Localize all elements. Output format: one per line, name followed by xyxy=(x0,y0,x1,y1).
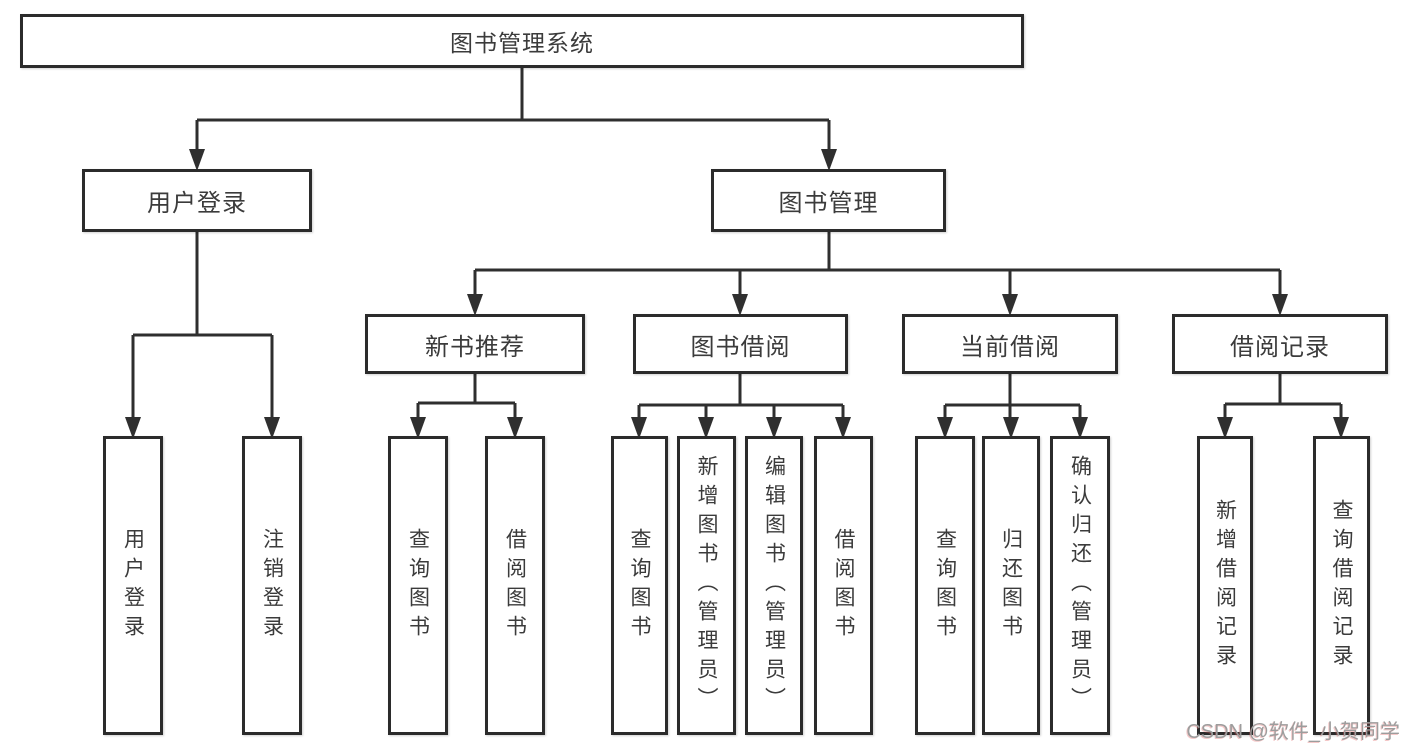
leaf-label: 借阅图书 xyxy=(832,527,855,644)
leaf-label: 编辑图书（管理员） xyxy=(762,455,786,716)
leaf-label: 新增借阅记录 xyxy=(1213,498,1237,673)
leaf-label: 查询图书 xyxy=(933,527,957,644)
node-user-login: 用户登录 xyxy=(82,169,312,232)
leaf-label: 查询图书 xyxy=(628,527,651,644)
leaf-edit-books-admin: 编辑图书（管理员） xyxy=(745,436,803,735)
leaf-label: 新增图书（管理员） xyxy=(695,455,718,716)
node-book-management: 图书管理 xyxy=(711,169,946,232)
leaf-borrow-books: 借阅图书 xyxy=(814,436,873,735)
leaf-borrow-books-recommend: 借阅图书 xyxy=(485,436,545,735)
node-current-borrowing: 当前借阅 xyxy=(902,314,1118,374)
arrowhead-icons xyxy=(125,149,1349,439)
leaf-label: 确认归还（管理员） xyxy=(1068,455,1092,716)
leaf-add-borrow-record: 新增借阅记录 xyxy=(1197,436,1253,735)
leaf-query-books-current: 查询图书 xyxy=(915,436,975,735)
leaf-query-books-borrow: 查询图书 xyxy=(611,436,668,735)
leaf-label: 查询图书 xyxy=(406,527,430,644)
leaf-query-borrow-record: 查询借阅记录 xyxy=(1313,436,1370,735)
watermark: CSDN @软件_小贺同学 xyxy=(1186,721,1400,743)
leaf-logout: 注销登录 xyxy=(242,436,302,735)
leaf-return-books: 归还图书 xyxy=(982,436,1040,735)
leaf-confirm-return-admin: 确认归还（管理员） xyxy=(1050,436,1110,735)
leaf-label: 借阅图书 xyxy=(503,527,527,644)
node-new-book-recommendation: 新书推荐 xyxy=(365,314,585,374)
node-borrowing-records: 借阅记录 xyxy=(1172,314,1388,374)
leaf-add-books-admin: 新增图书（管理员） xyxy=(677,436,736,735)
leaf-label: 查询借阅记录 xyxy=(1330,498,1353,673)
node-book-borrowing: 图书借阅 xyxy=(633,314,848,374)
leaf-label: 归还图书 xyxy=(999,527,1023,644)
leaf-user-login: 用户登录 xyxy=(103,436,163,735)
leaf-label: 注销登录 xyxy=(260,527,284,644)
leaf-label: 用户登录 xyxy=(121,527,145,644)
node-library-system: 图书管理系统 xyxy=(20,14,1024,68)
leaf-query-books-recommend: 查询图书 xyxy=(388,436,448,735)
